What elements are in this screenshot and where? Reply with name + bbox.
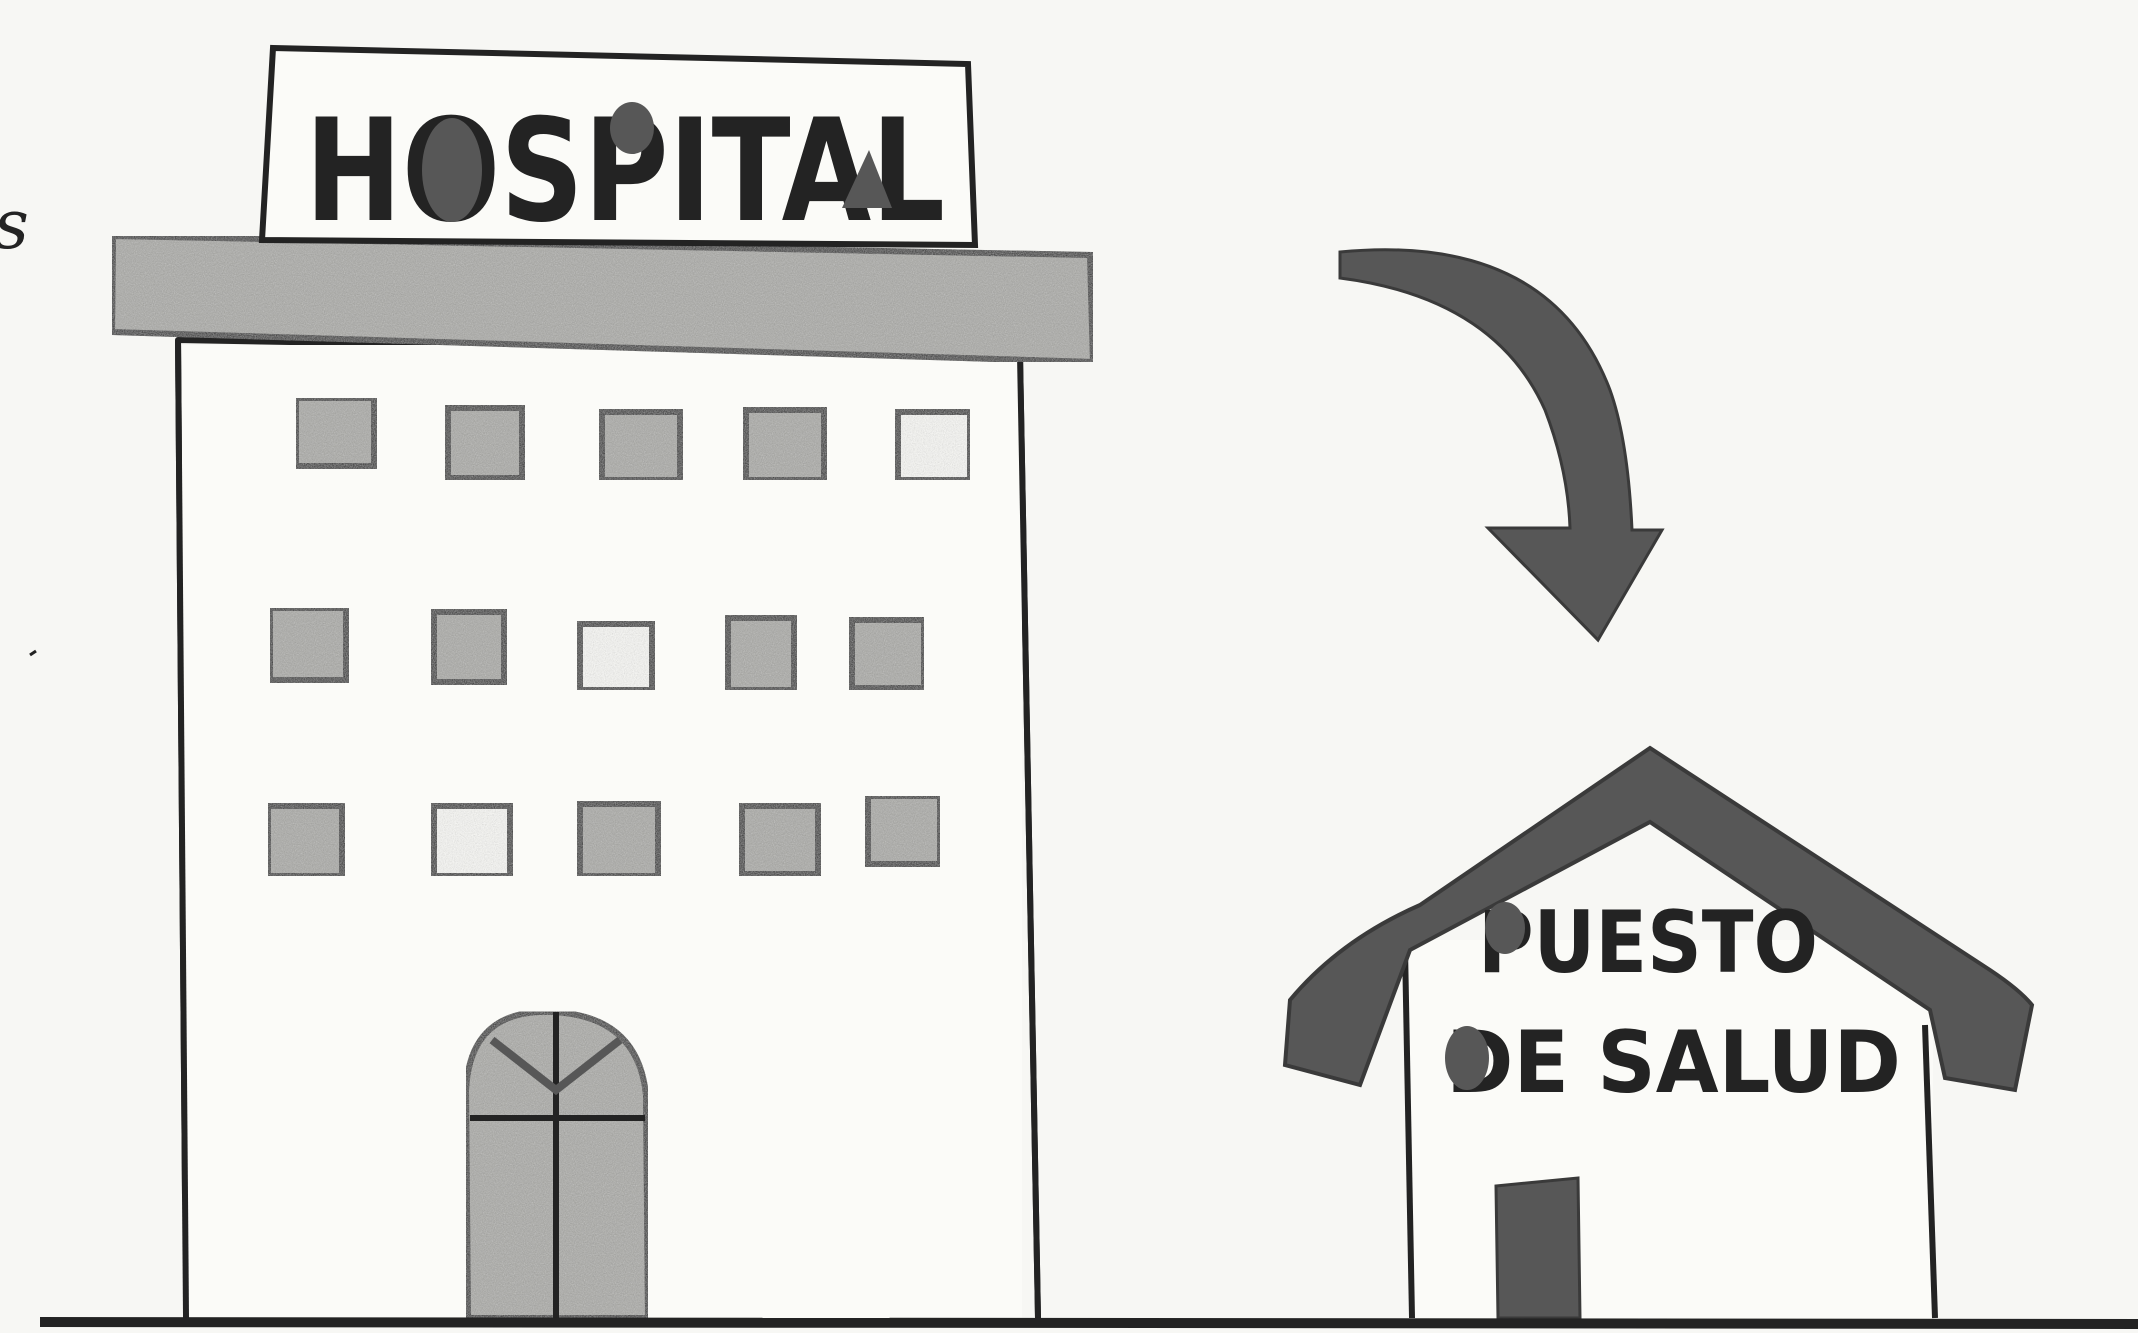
window <box>865 793 943 867</box>
window <box>267 605 349 683</box>
hospital-door <box>462 1008 652 1321</box>
window <box>849 617 927 691</box>
curved-arrow <box>1338 248 1665 643</box>
window-row-3 <box>265 793 943 879</box>
sign-letter-o-fill <box>422 118 482 222</box>
window <box>577 621 655 693</box>
window <box>431 803 513 879</box>
window <box>599 409 683 483</box>
window <box>577 801 661 879</box>
ground-line <box>39 1317 2138 1329</box>
sign-letter-p-fill <box>1485 902 1525 954</box>
hospital-roof-band <box>108 232 1097 366</box>
window <box>445 405 525 481</box>
sign-letter-p-fill <box>610 102 654 154</box>
window <box>265 803 345 879</box>
stray-mark-text: s <box>0 186 29 265</box>
sign-letter-a-fill <box>842 150 892 208</box>
window <box>743 407 827 483</box>
health-post-sign-line2: DE SALUD <box>1446 1013 1901 1113</box>
health-post-roof <box>1282 745 2035 1093</box>
hospital-building: HOSPITAL <box>108 44 1097 1321</box>
window-row-2 <box>267 605 927 693</box>
sign-letter-d-fill <box>1445 1026 1489 1090</box>
window <box>293 395 377 469</box>
window <box>739 803 821 877</box>
window-row-1 <box>293 395 973 483</box>
health-post-wall <box>1408 940 1933 1325</box>
health-post-sign-line1: PUESTO <box>1478 893 1818 993</box>
health-post-door <box>1494 1176 1582 1320</box>
health-post-building: PUESTO DE SALUD <box>1282 745 2035 1325</box>
window <box>895 409 973 483</box>
window <box>431 609 507 685</box>
stray-dot <box>29 649 37 657</box>
window <box>725 615 797 693</box>
